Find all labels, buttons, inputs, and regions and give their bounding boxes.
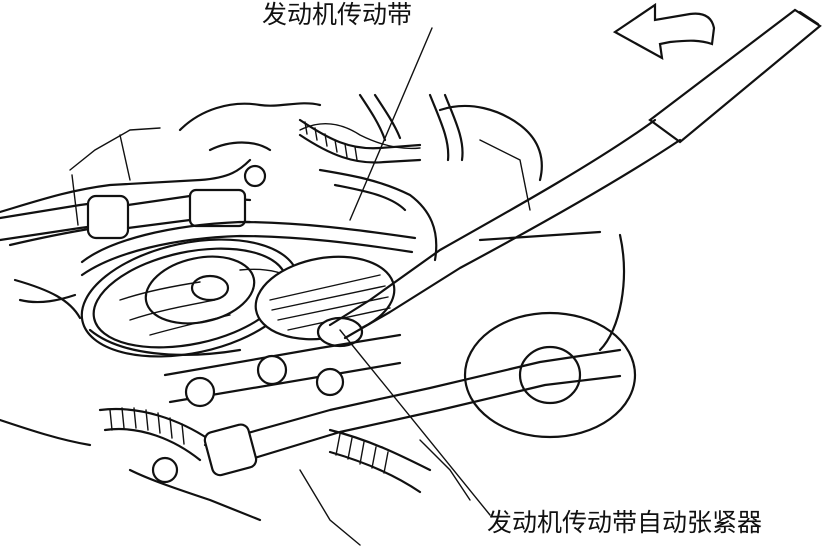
lower-bracket	[151, 333, 402, 484]
drive-belt	[80, 220, 417, 356]
lower-hoses	[98, 348, 622, 494]
breaker-bar-tool	[328, 8, 822, 340]
leader-lines	[339, 27, 491, 516]
left-shaft	[0, 164, 267, 242]
engine-outline	[0, 102, 543, 546]
arrow-left-icon	[612, 2, 716, 61]
right-cover	[463, 230, 637, 439]
drive-belt-label: 发动机传动带	[262, 0, 413, 29]
upper-hoses	[298, 93, 464, 262]
belt-auto-tensioner-label: 发动机传动带自动张紧器	[487, 508, 763, 537]
